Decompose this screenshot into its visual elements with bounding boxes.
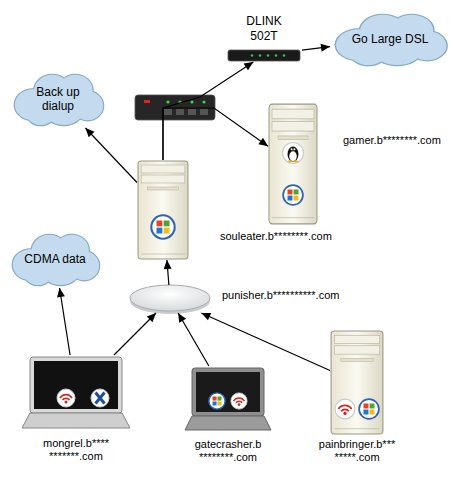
arrow-head [164,260,172,269]
host-label: souleater.b********.com [220,230,360,243]
network-link [164,260,172,285]
laptop-node: mongrel.b**** *******.com [22,355,130,431]
link-line [114,313,156,355]
link-line [178,313,209,366]
tower-computer [138,161,188,259]
modem-node: DLINK 502T [226,48,302,62]
cloud-shape [336,15,446,65]
link-line [167,260,169,285]
adsl-modem [228,50,300,61]
link-line [302,47,330,51]
tower-computer [269,104,317,224]
network-link [201,313,330,370]
computer-node: souleater.b********.com [137,160,189,260]
arrow-head [85,128,94,137]
laptop-computer [185,368,271,430]
host-label: mongrel.b**** *******.com [32,437,120,463]
arrow-head [147,313,156,322]
arrow-head [178,313,186,323]
link-line [201,313,330,370]
cloud-label: Back up dialup [30,85,86,113]
host-label: DLINK 502T [239,14,289,44]
link-line [85,128,137,183]
network-switch [135,95,215,120]
arrow-head [244,62,254,70]
host-label: painbringer.b*** *****.com [308,438,406,464]
link-line [163,62,253,160]
cloud-shape [13,235,99,285]
cloud-label: CDMA data [24,252,85,266]
computer-node: gamer.b********.com [268,103,318,225]
cloud-shape [15,75,103,125]
arrow-head [57,288,65,298]
network-link [114,313,156,355]
network-link [57,288,70,355]
cloud-node: Back up dialup [10,70,106,128]
cloud-label: Go Large DSL [352,32,429,46]
network-link [302,44,330,52]
wireless-base-station [130,285,210,314]
arrow-head [258,138,268,146]
cloud-node: CDMA data [8,230,102,288]
network-link [178,313,209,366]
link-line [163,108,268,160]
network-link [163,62,253,160]
arrow-head [201,313,211,320]
laptop-node: gatecrasher.b ********.com [185,366,271,432]
link-line [60,288,71,355]
tower-computer [331,331,383,434]
cloud-node: Go Large DSL [330,10,450,68]
laptop-computer [22,357,130,428]
host-label: gamer.b********.com [343,134,457,147]
arrow-head [321,44,330,52]
base-station-node: punisher.b**********.com [130,285,210,313]
network-link [163,108,268,160]
host-label: punisher.b**********.com [222,289,362,302]
network-link [85,128,137,183]
computer-node: painbringer.b*** *****.com [330,330,384,435]
host-label: gatecrasher.b ********.com [185,438,271,464]
